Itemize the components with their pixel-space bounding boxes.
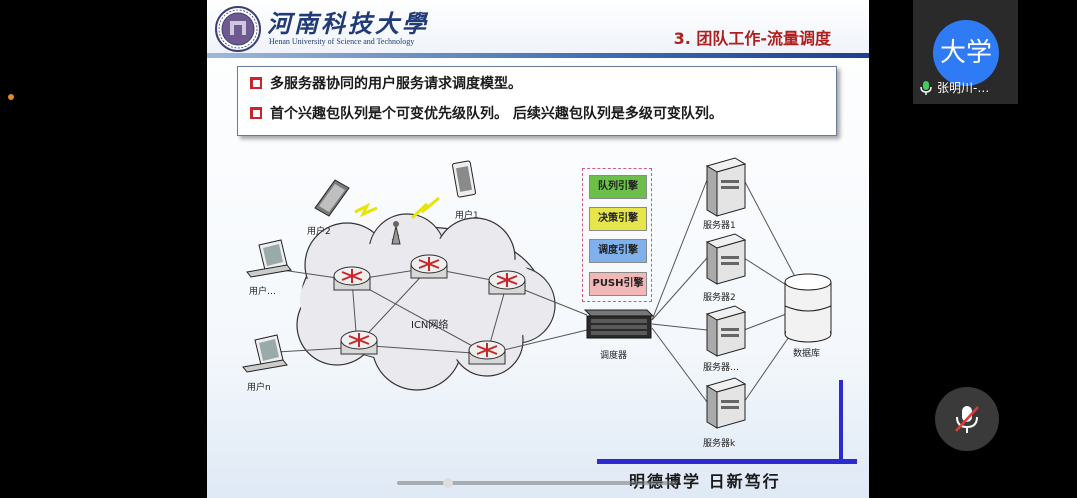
decision-engine: 决策引擎	[589, 207, 647, 231]
avatar: 大学	[933, 20, 999, 86]
server-label: 服务器…	[703, 363, 740, 373]
bullet-box: 多服务器协同的用户服务请求调度模型。 首个兴趣包队列是个可变优先级队列。 后续兴…	[237, 66, 837, 136]
signal-bolt-icon	[354, 202, 378, 217]
database-icon	[784, 273, 832, 343]
network-diagram: 用户2 用户1 用户… 用户n ICN网络 队列引擎 决策引擎 调度引擎 PUS…	[207, 140, 869, 460]
server-label: 服务器k	[703, 439, 736, 449]
router-icons	[333, 254, 526, 365]
university-name-cn: 河南科技大學	[267, 9, 429, 38]
status-dot	[8, 94, 14, 100]
slide-header: 河南科技大學 Henan University of Science and T…	[207, 0, 869, 58]
antenna-icon	[391, 221, 401, 245]
bullet-item: 首个兴趣包队列是个可变优先级队列。 后续兴趣包队列是多级可变队列。	[250, 103, 723, 123]
engine-group: 队列引擎 决策引擎 调度引擎 PUSH引擎	[582, 168, 652, 302]
university-motto: 明德博学 日新笃行	[629, 472, 781, 491]
scheduler-rack-icon	[583, 309, 655, 339]
user-label: 用户1	[455, 211, 479, 221]
university-name-en: Henan University of Science and Technolo…	[269, 37, 415, 46]
user-label: 用户n	[247, 383, 271, 393]
icn-cloud	[296, 213, 556, 391]
diagram-graphics	[242, 157, 832, 429]
bullet-text: 多服务器协同的用户服务请求调度模型。	[270, 76, 522, 92]
mute-button[interactable]	[935, 387, 999, 451]
bullet-text: 首个兴趣包队列是个可变优先级队列。 后续兴趣包队列是多级可变队列。	[270, 106, 723, 122]
participant-name: 张明川-…	[937, 81, 990, 95]
university-seal-icon	[215, 6, 261, 52]
slide-progress-bar[interactable]	[397, 478, 677, 488]
user-label: 用户…	[249, 287, 277, 297]
phone-icon	[314, 179, 350, 217]
bullet-item: 多服务器协同的用户服务请求调度模型。	[250, 73, 522, 93]
network-label: ICN网络	[411, 320, 449, 331]
decorative-line	[597, 459, 857, 464]
user-label: 用户2	[307, 227, 331, 237]
bullet-square-icon	[250, 77, 262, 89]
queue-engine: 队列引擎	[589, 175, 647, 199]
signal-bolt-icon	[410, 196, 440, 220]
tablet-icon	[452, 160, 476, 198]
push-engine: PUSH引擎	[589, 272, 647, 296]
bullet-square-icon	[250, 107, 262, 119]
mic-icon	[920, 80, 932, 95]
dispatch-engine: 调度引擎	[589, 239, 647, 263]
decorative-line	[839, 380, 843, 462]
database-label: 数据库	[793, 349, 821, 359]
laptop-icon	[246, 239, 292, 278]
scheduler-label: 调度器	[600, 351, 628, 361]
progress-knob[interactable]	[443, 478, 453, 488]
server-label: 服务器1	[703, 221, 736, 231]
mic-muted-icon	[955, 406, 979, 433]
presentation-slide: 河南科技大學 Henan University of Science and T…	[207, 0, 869, 498]
section-title: 3. 团队工作-流量调度	[673, 29, 831, 48]
server-icons	[705, 157, 747, 429]
participant-name-bar: 张明川-…	[919, 79, 989, 96]
laptop-icon	[242, 334, 288, 373]
participant-tile[interactable]: 大学 张明川-…	[913, 0, 1018, 104]
server-label: 服务器2	[703, 293, 736, 303]
